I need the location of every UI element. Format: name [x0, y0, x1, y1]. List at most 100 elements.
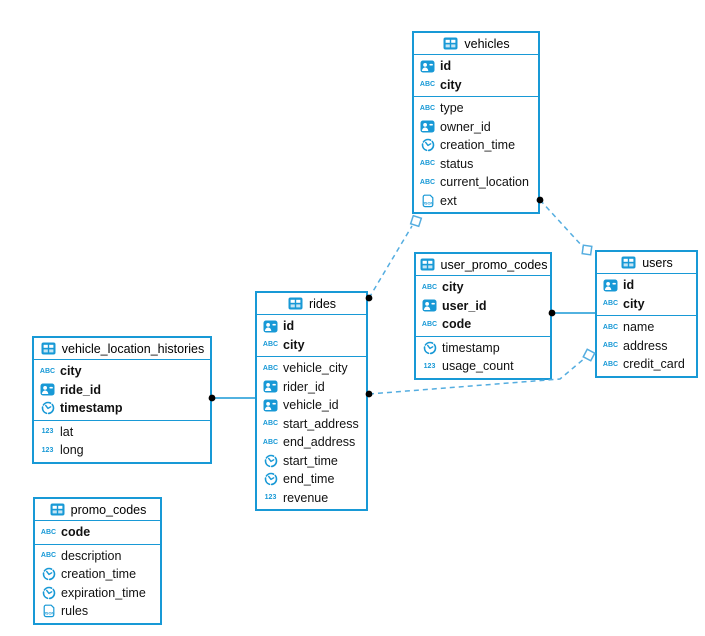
json-icon: JSON	[419, 194, 436, 208]
field-label: timestamp	[442, 340, 500, 355]
field-label: ride_id	[60, 382, 101, 397]
field-row: vehicle_id	[257, 396, 366, 415]
table-title: vehicles	[464, 36, 510, 51]
field-row: JSON ext	[414, 192, 538, 211]
text-icon: ABC	[602, 342, 619, 350]
field-label: code	[61, 525, 91, 540]
clock-icon	[419, 138, 436, 152]
svg-text:JSON: JSON	[422, 200, 433, 205]
id-card-icon	[602, 279, 619, 292]
field-label: id	[440, 59, 452, 74]
id-card-icon	[39, 383, 56, 396]
text-icon: ABC	[40, 552, 57, 560]
table-icon	[40, 342, 57, 355]
field-label: vehicle_id	[283, 398, 339, 413]
text-icon: ABC	[602, 300, 619, 308]
field-label: vehicle_city	[283, 361, 348, 376]
table-title: user_promo_codes	[440, 257, 548, 272]
field-label: id	[623, 278, 635, 293]
clock-icon	[39, 401, 56, 415]
clock-icon	[40, 567, 57, 581]
field-label: user_id	[442, 298, 487, 313]
field-label: usage_count	[442, 359, 514, 374]
connector-rides-to-vehicles	[368, 225, 413, 299]
field-row: expiration_time	[35, 584, 160, 603]
table-header[interactable]: vehicles	[414, 33, 538, 55]
text-icon: ABC	[262, 438, 279, 446]
field-row: owner_id	[414, 118, 538, 137]
field-label: creation_time	[440, 138, 516, 153]
field-row: start_time	[257, 452, 366, 471]
field-label: city	[60, 364, 82, 379]
connector-vehicles-to-users	[539, 199, 584, 248]
table-icon	[287, 297, 304, 310]
field-label: type	[440, 101, 464, 116]
field-row: id	[257, 317, 366, 336]
table-header[interactable]: promo_codes	[35, 499, 160, 521]
field-label: timestamp	[60, 401, 123, 416]
field-label: city	[442, 280, 464, 295]
number-icon: 123	[264, 494, 277, 502]
table-title: vehicle_location_histories	[61, 341, 205, 356]
table-icon	[419, 258, 436, 271]
table-title: promo_codes	[70, 502, 147, 517]
field-label: city	[440, 77, 462, 92]
field-label: current_location	[440, 175, 529, 190]
svg-text:JSON: JSON	[43, 611, 54, 616]
field-row: ride_id	[34, 381, 210, 400]
field-label: ext	[440, 193, 457, 208]
id-card-icon	[262, 399, 279, 412]
field-label: city	[283, 337, 305, 352]
number-icon: 123	[41, 428, 54, 436]
id-card-icon	[419, 60, 436, 73]
field-row: id	[414, 57, 538, 76]
text-icon: ABC	[419, 104, 436, 112]
text-icon: ABC	[602, 360, 619, 368]
id-card-icon	[262, 320, 279, 333]
field-label: expiration_time	[61, 585, 146, 600]
table-header[interactable]: rides	[257, 293, 366, 315]
connector-square	[409, 214, 423, 228]
field-row: rider_id	[257, 378, 366, 397]
field-row: id	[597, 276, 696, 295]
table-icon	[442, 37, 459, 50]
table-header[interactable]: user_promo_codes	[416, 254, 550, 276]
field-row: creation_time	[414, 136, 538, 155]
table-header[interactable]: users	[597, 252, 696, 274]
field-label: rider_id	[283, 379, 325, 394]
field-label: address	[623, 338, 668, 353]
field-row: ABC type	[414, 99, 538, 118]
clock-icon	[421, 341, 438, 355]
table-header[interactable]: vehicle_location_histories	[34, 338, 210, 360]
table-title: rides	[308, 296, 337, 311]
